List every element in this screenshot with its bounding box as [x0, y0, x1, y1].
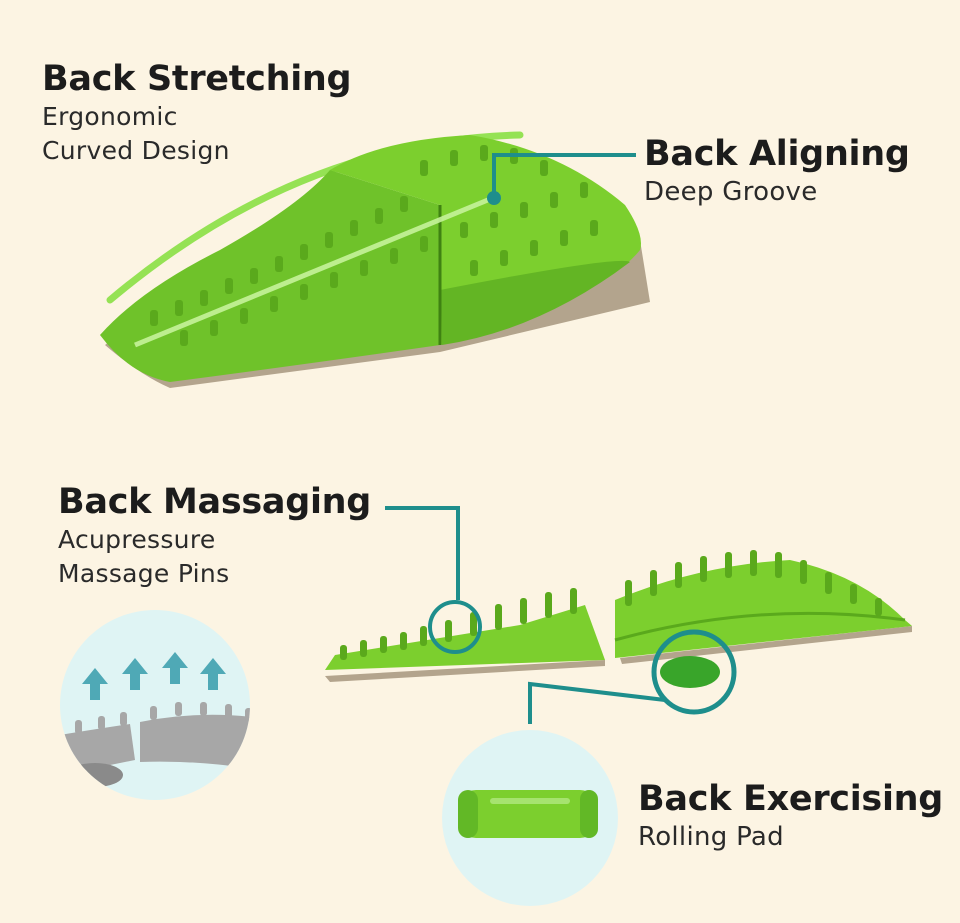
massaging-pointer — [385, 506, 482, 654]
callout-line: Curved Design — [42, 136, 230, 165]
spine-groove — [134, 192, 501, 348]
callout-title: Back Aligning — [644, 134, 910, 174]
callout-title: Back Exercising — [638, 779, 944, 819]
top-back-stretcher-mat — [100, 131, 650, 388]
callout-title: Back Massaging — [58, 482, 372, 522]
rolling-pad-under — [660, 656, 720, 688]
up-arrow-icon — [122, 658, 148, 690]
up-arrow-icon — [82, 668, 108, 700]
rolling-pad-detail-circle — [442, 730, 618, 906]
callout-back-exercising: Back Exercising Rolling Pad — [638, 778, 943, 854]
callout-back-massaging: Back Massaging Acupressure Massage Pins — [58, 481, 371, 591]
callout-line: Massage Pins — [58, 559, 230, 588]
pin-detail-circle — [60, 610, 250, 800]
side-mat-left — [325, 605, 605, 670]
side-view-mat — [325, 550, 912, 688]
callout-line: Rolling Pad — [638, 822, 784, 852]
aligning-pointer — [487, 153, 636, 205]
exercising-pointer — [528, 629, 737, 724]
callout-line: Deep Groove — [644, 177, 818, 207]
up-arrow-icon — [200, 658, 226, 690]
callout-title: Back Stretching — [42, 59, 352, 99]
side-mat-base — [325, 660, 605, 682]
callout-back-aligning: Back Aligning Deep Groove — [644, 133, 910, 209]
callout-back-stretching: Back Stretching Ergonomic Curved Design — [42, 58, 352, 168]
massage-pins-side — [340, 550, 882, 660]
rolling-pad — [458, 790, 598, 838]
mat-left-half — [100, 170, 440, 382]
up-arrow-icon — [162, 652, 188, 684]
callout-line: Ergonomic — [42, 102, 178, 131]
massage-pins-top — [150, 145, 598, 346]
callout-line: Acupressure — [58, 525, 216, 554]
